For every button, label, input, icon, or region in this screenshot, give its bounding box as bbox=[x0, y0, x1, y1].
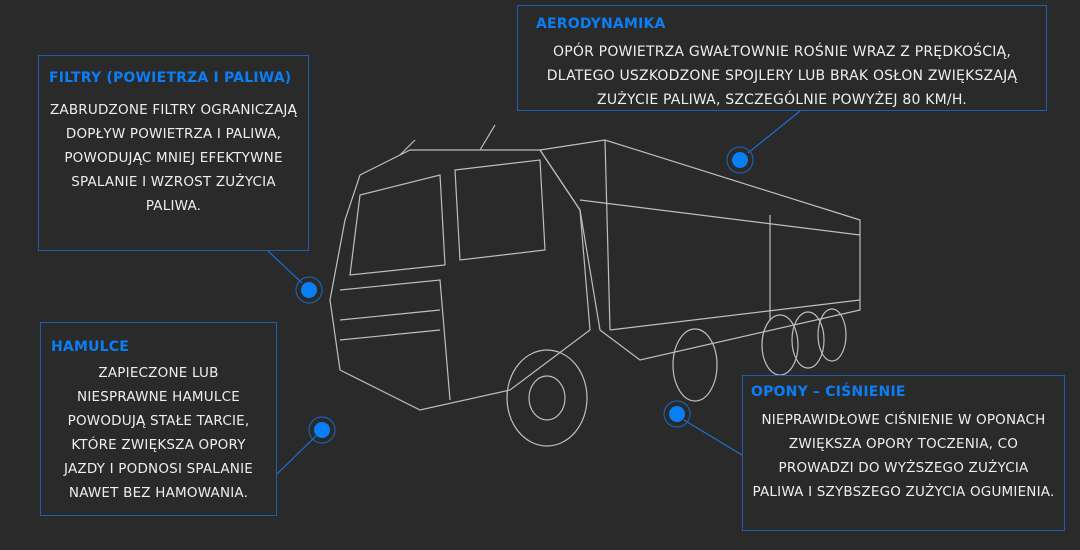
hotspot-hamulce[interactable] bbox=[308, 416, 336, 444]
callout-hamulce: HAMULCE ZAPIECZONE LUB NIESPRAWNE HAMULC… bbox=[40, 322, 277, 516]
callout-text: OPÓR POWIETRZA GWAŁTOWNIE ROŚNIE WRAZ Z … bbox=[546, 44, 1018, 108]
callout-title: AERODYNAMIKA bbox=[536, 16, 666, 32]
truck-icon bbox=[329, 124, 861, 447]
hotspot-aero[interactable] bbox=[726, 146, 754, 174]
callout-text: ZABRUDZONE FILTRY OGRANICZAJĄ DOPŁYW POW… bbox=[49, 102, 298, 214]
callout-filtry: FILTRY (POWIETRZA I PALIWA) ZABRUDZONE F… bbox=[38, 55, 309, 251]
callout-connectors bbox=[267, 110, 801, 475]
hotspot-filtry[interactable] bbox=[295, 276, 323, 304]
callout-aerodynamika: AERODYNAMIKA OPÓR POWIETRZA GWAŁTOWNIE R… bbox=[517, 5, 1047, 111]
callout-text: NIEPRAWIDŁOWE CIŚNIENIE W OPONACH ZWIĘKS… bbox=[752, 412, 1055, 500]
hotspot-markers bbox=[295, 146, 754, 444]
callout-text: ZAPIECZONE LUB NIESPRAWNE HAMULCE POWODU… bbox=[64, 365, 253, 501]
callout-title: HAMULCE bbox=[51, 339, 130, 355]
callout-title: FILTRY (POWIETRZA I PALIWA) bbox=[49, 70, 292, 86]
hotspot-opony[interactable] bbox=[663, 400, 691, 428]
callout-opony: OPONY – CIŚNIENIE NIEPRAWIDŁOWE CIŚNIENI… bbox=[742, 375, 1065, 531]
callout-title: OPONY – CIŚNIENIE bbox=[751, 384, 906, 400]
